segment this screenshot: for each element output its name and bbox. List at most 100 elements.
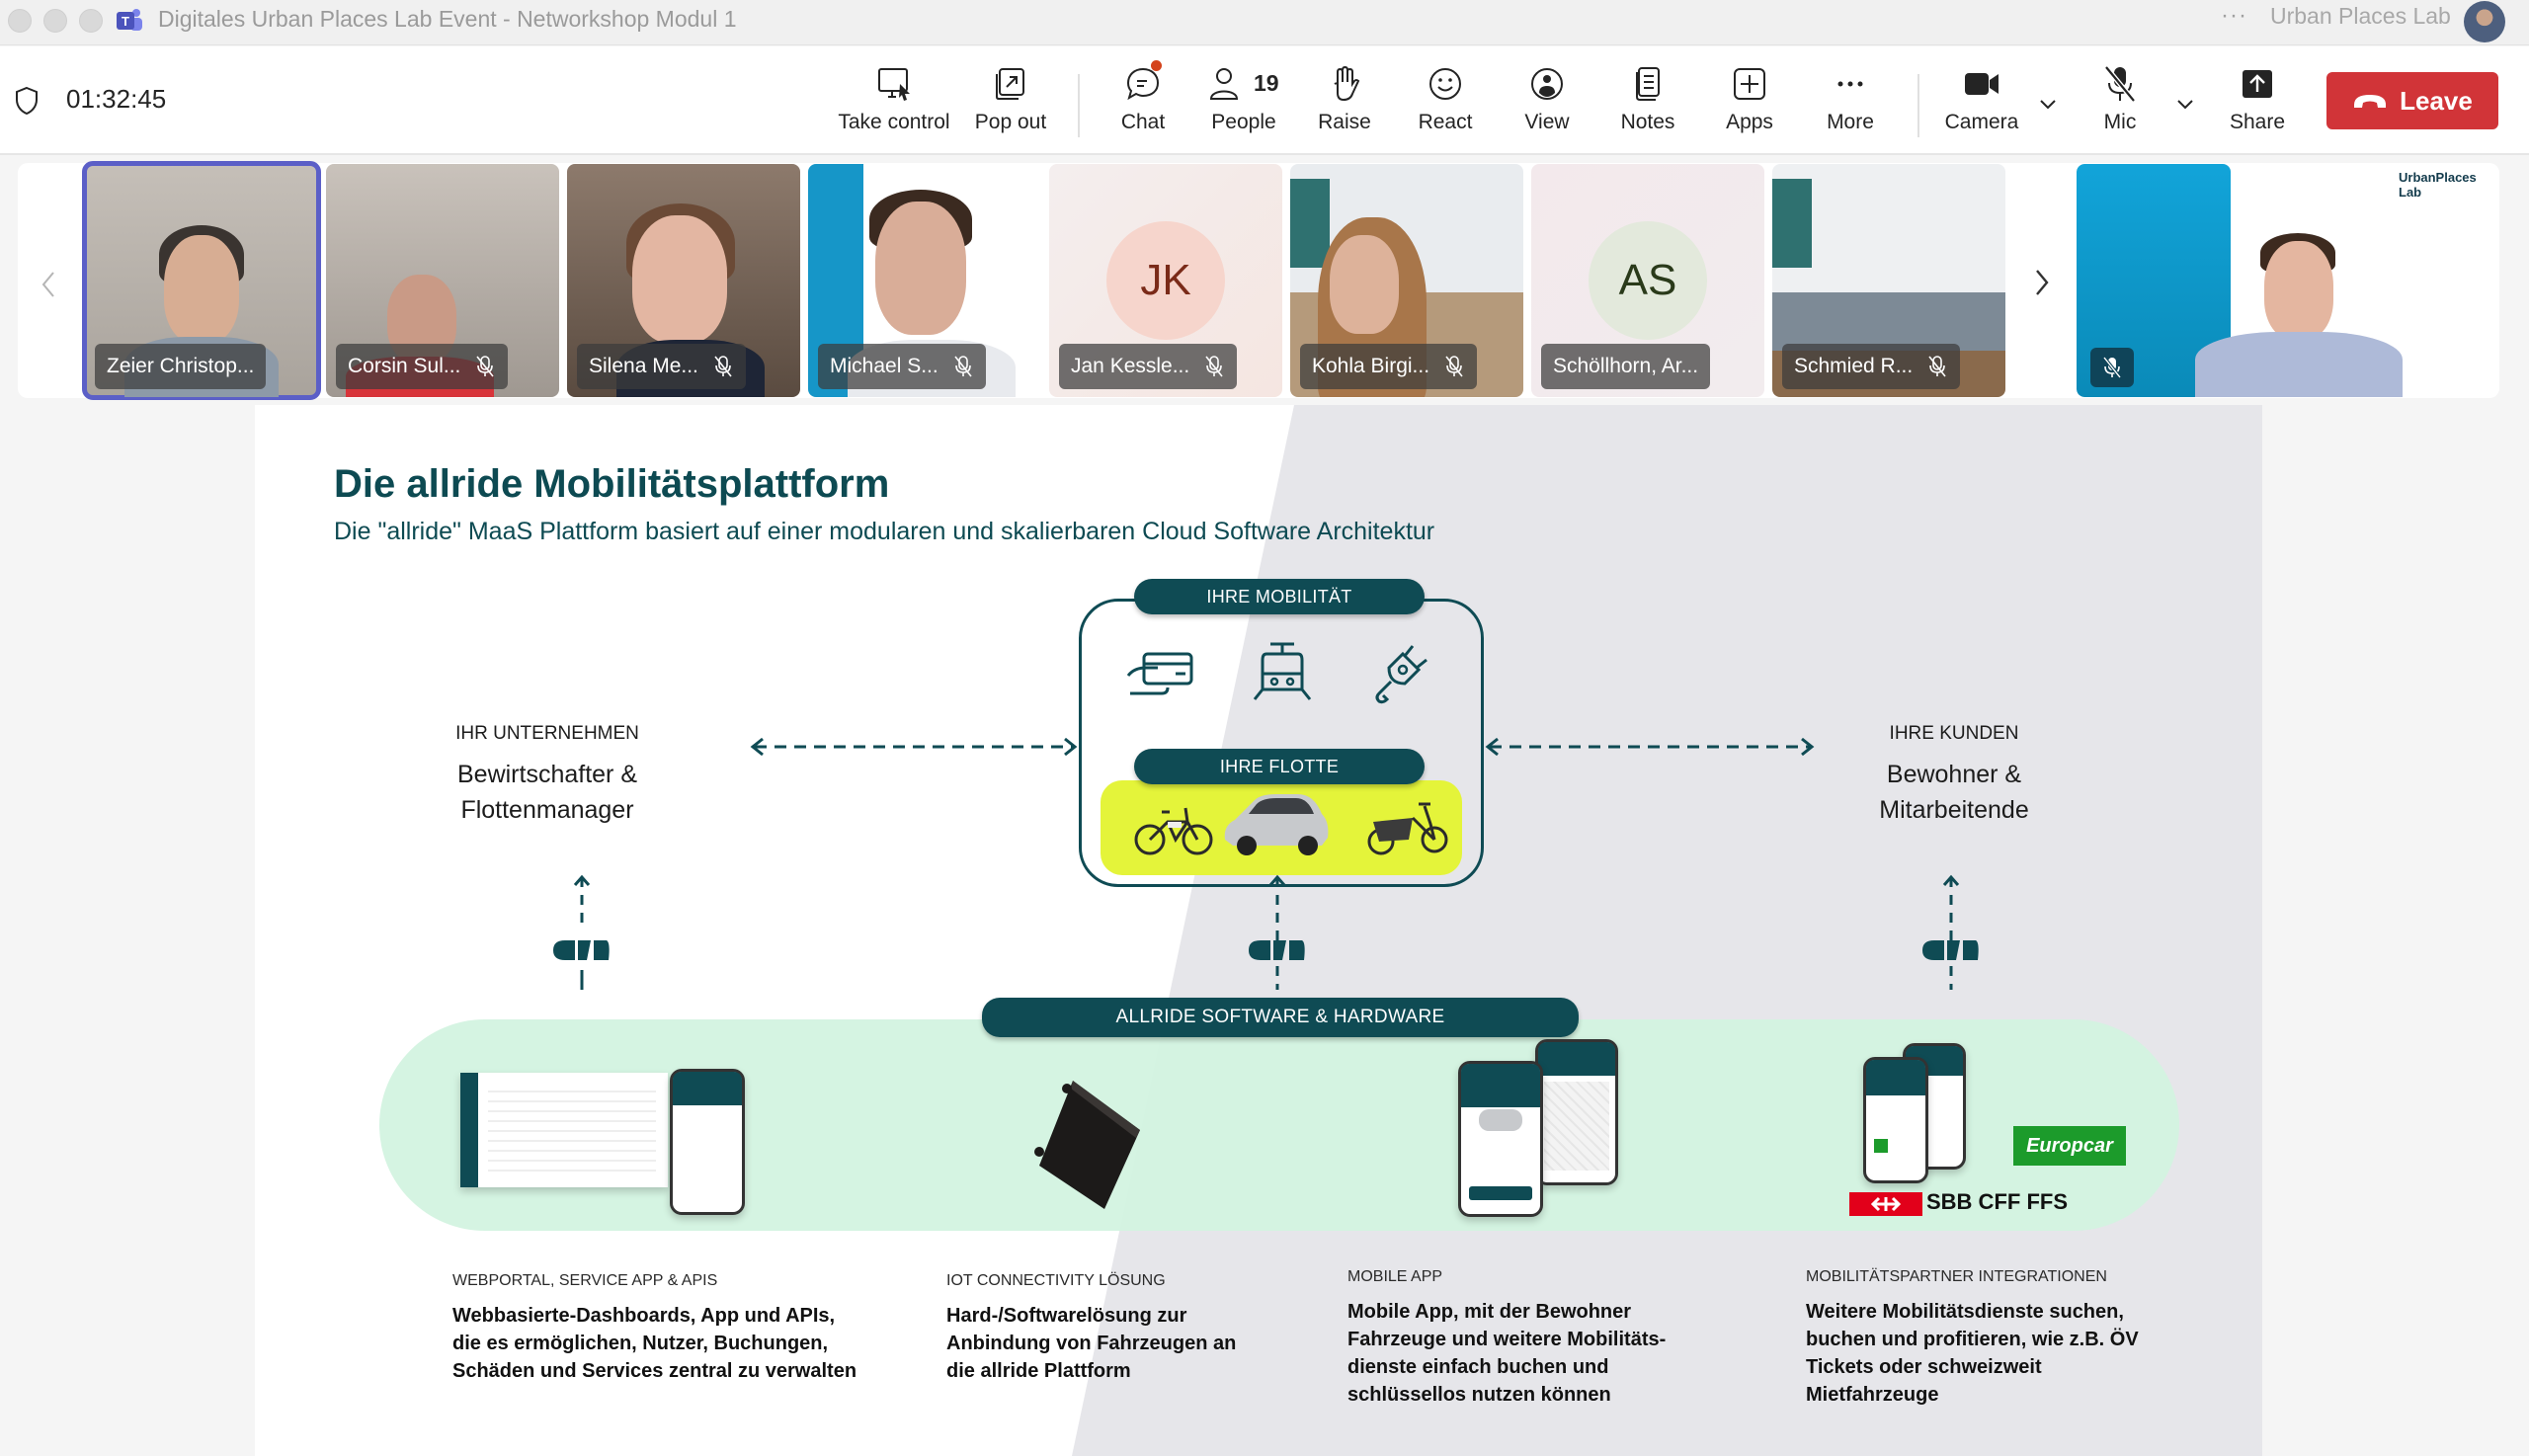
view-icon — [1531, 68, 1563, 100]
participant-tile[interactable]: Zeier Christop... — [82, 161, 321, 400]
mic-off-icon — [2102, 356, 2122, 379]
column-text-line: die es ermöglichen, Nutzer, Buchungen, — [452, 1333, 829, 1354]
user-avatar[interactable] — [2464, 1, 2505, 42]
view-button[interactable]: View — [1488, 64, 1606, 147]
sbb-logo-icon — [1849, 1192, 1922, 1216]
people-button[interactable]: 19 People — [1184, 64, 1303, 147]
platform-pill: ALLRIDE SOFTWARE & HARDWARE — [982, 998, 1579, 1037]
take-control-label: Take control — [838, 111, 950, 133]
participant-name: Silena Me... — [589, 355, 698, 377]
pop-out-icon — [996, 68, 1024, 100]
participant-tile[interactable]: Kohla Birgi... — [1290, 164, 1523, 397]
avatar-initials: JK — [1106, 221, 1225, 340]
mobile-app-map-phone — [1535, 1039, 1618, 1185]
service-app-phone — [670, 1069, 745, 1215]
column-text-line: buchen und profitieren, wie z.B. ÖV — [1806, 1329, 2139, 1350]
participant-tile[interactable]: AS Schöllhorn, Ar... — [1531, 164, 1764, 397]
chat-icon — [1126, 67, 1160, 101]
column-text-line: Tickets oder schweizweit — [1806, 1356, 2042, 1378]
more-label: More — [1827, 111, 1874, 133]
react-label: React — [1418, 111, 1473, 133]
company-role-line-2: Flottenmanager — [460, 796, 634, 824]
participant-name-tag: Zeier Christop... — [95, 344, 267, 389]
notes-icon — [1636, 67, 1660, 101]
share-button[interactable]: Share — [2198, 64, 2317, 147]
raise-hand-button[interactable]: Raise — [1285, 64, 1404, 147]
window-close-button[interactable] — [8, 9, 32, 33]
take-control-button[interactable]: Take control — [835, 64, 953, 147]
apps-button[interactable]: Apps — [1690, 64, 1809, 147]
camera-icon — [1965, 73, 1999, 95]
mic-off-icon — [2104, 65, 2136, 103]
ellipsis-icon[interactable]: ··· — [2221, 2, 2247, 29]
window-maximize-button[interactable] — [79, 9, 103, 33]
column-text-line: schlüssellos nutzen können — [1347, 1384, 1611, 1406]
chat-button[interactable]: Chat — [1084, 60, 1202, 147]
europcar-logo: Europcar — [2013, 1126, 2126, 1166]
pop-out-label: Pop out — [974, 111, 1047, 133]
gallery-next-chevron-right-icon[interactable] — [2027, 263, 2057, 302]
camera-label: Camera — [1944, 111, 2019, 133]
column-text-line: dienste einfach buchen und — [1347, 1356, 1609, 1378]
participant-tile[interactable]: Michael S... — [808, 164, 1041, 397]
mobility-pill: IHRE MOBILITÄT — [1134, 579, 1425, 614]
mic-options-chevron-down-icon[interactable] — [2171, 90, 2199, 118]
participant-tile[interactable]: Schmied R... — [1772, 164, 2005, 397]
column-text-line: Webbasierte-Dashboards, App und APIs, — [452, 1305, 836, 1327]
mic-label: Mic — [2103, 111, 2137, 133]
customers-label: IHRE KUNDEN — [1889, 723, 2019, 744]
participant-name: Kohla Birgi... — [1312, 355, 1430, 377]
iot-device-image — [1034, 1081, 1140, 1209]
mic-off-icon — [1928, 356, 1946, 377]
fleet-pill: IHRE FLOTTE — [1134, 749, 1425, 784]
teams-logo-icon: T — [117, 9, 142, 31]
share-icon — [2243, 70, 2272, 98]
left-connector-allride-logo-icon — [553, 874, 610, 990]
column-text-line: Fahrzeuge und weitere Mobilitäts- — [1347, 1329, 1667, 1350]
company-role-line-1: Bewirtschafter & — [456, 761, 637, 788]
react-button[interactable]: React — [1386, 64, 1505, 147]
mic-button[interactable]: Mic — [2061, 64, 2179, 147]
column-heading: WEBPORTAL, SERVICE APP & APIS — [452, 1272, 718, 1289]
participant-name-tag: Silena Me... — [577, 344, 746, 389]
e-bike-icon — [1134, 807, 1213, 855]
participant-name: Zeier Christop... — [107, 355, 255, 377]
share-label: Share — [2229, 111, 2286, 133]
background-banner — [1290, 179, 1330, 268]
participant-tile[interactable]: Silena Me... — [567, 164, 800, 397]
participant-tile[interactable]: Corsin Sul... — [326, 164, 559, 397]
take-control-icon — [878, 68, 910, 101]
presenter-tile[interactable]: UrbanPlaces Lab — [2077, 164, 2497, 397]
participant-name: Schöllhorn, Ar... — [1553, 355, 1699, 377]
column-heading: MOBILITÄTSPARTNER INTEGRATIONEN — [1806, 1268, 2107, 1285]
participant-name-tag: Jan Kessle... — [1059, 344, 1238, 389]
window-minimize-button[interactable] — [43, 9, 67, 33]
organization-name[interactable]: Urban Places Lab — [2270, 3, 2451, 29]
window-title-bar: T Digitales Urban Places Lab Event - Net… — [0, 0, 2529, 45]
participant-name: Jan Kessle... — [1071, 355, 1190, 377]
mic-off-icon — [476, 356, 494, 377]
gallery-previous-chevron-left-icon[interactable] — [34, 265, 63, 304]
camera-options-chevron-down-icon[interactable] — [2034, 90, 2062, 118]
camera-button[interactable]: Camera — [1922, 64, 2041, 147]
right-bidirectional-arrow — [1485, 737, 1815, 757]
leave-button[interactable]: Leave — [2326, 72, 2498, 129]
hand-icon — [1334, 65, 1360, 102]
mic-off-icon — [954, 356, 972, 377]
notes-label: Notes — [1620, 111, 1675, 133]
toolbar-divider — [1917, 74, 1919, 137]
participant-tile[interactable]: JK Jan Kessle... — [1049, 164, 1282, 397]
center-connector-allride-logo-icon — [1249, 874, 1305, 990]
company-label: IHR UNTERNEHMEN — [455, 723, 639, 744]
plus-icon — [1734, 68, 1765, 100]
more-button[interactable]: More — [1791, 64, 1910, 147]
pop-out-button[interactable]: Pop out — [951, 64, 1070, 147]
customers-role-line-2: Mitarbeitende — [1879, 796, 2029, 824]
notes-button[interactable]: Notes — [1589, 64, 1707, 147]
cargo-bike-icon — [1367, 802, 1448, 855]
chat-label: Chat — [1120, 111, 1166, 133]
slide-title: Die allride Mobilitätsplattform — [334, 462, 890, 506]
partner-app-phone — [1863, 1057, 1928, 1183]
participant-name: Corsin Sul... — [348, 355, 461, 377]
shield-icon — [16, 86, 38, 116]
